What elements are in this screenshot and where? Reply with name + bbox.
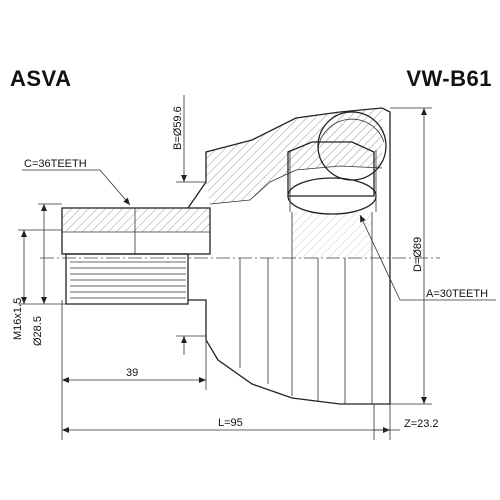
label-length-total: L=95	[218, 417, 243, 429]
dim-teeth-inner: A=30TEETH	[359, 214, 496, 301]
label-teeth-inner: A=30TEETH	[426, 288, 488, 300]
stub-shaft	[61, 207, 211, 305]
label-dia-b: B=Ø59.6	[172, 106, 184, 150]
label-length-39: 39	[126, 367, 138, 379]
dim-length-total: L=95	[62, 404, 391, 440]
dim-dia-d: D=Ø89	[390, 107, 432, 405]
dim-dia-b: B=Ø59.6	[172, 95, 206, 355]
bell-housing	[187, 107, 391, 405]
label-dia-shaft: Ø28.5	[32, 316, 44, 346]
label-dia-d: D=Ø89	[412, 237, 424, 272]
label-teeth-outer: C=36TEETH	[24, 158, 87, 170]
dim-thread-shaft: M16x1.5 Ø28.5	[12, 203, 66, 346]
dim-teeth-outer: C=36TEETH	[22, 158, 131, 206]
brand-name: ASVA	[10, 66, 72, 91]
dim-length-39: 39	[61, 300, 207, 440]
dim-z: Z=23.2	[373, 404, 439, 440]
part-number: VW-B61	[406, 66, 492, 91]
label-z: Z=23.2	[404, 418, 439, 430]
label-thread: M16x1.5	[12, 298, 24, 340]
